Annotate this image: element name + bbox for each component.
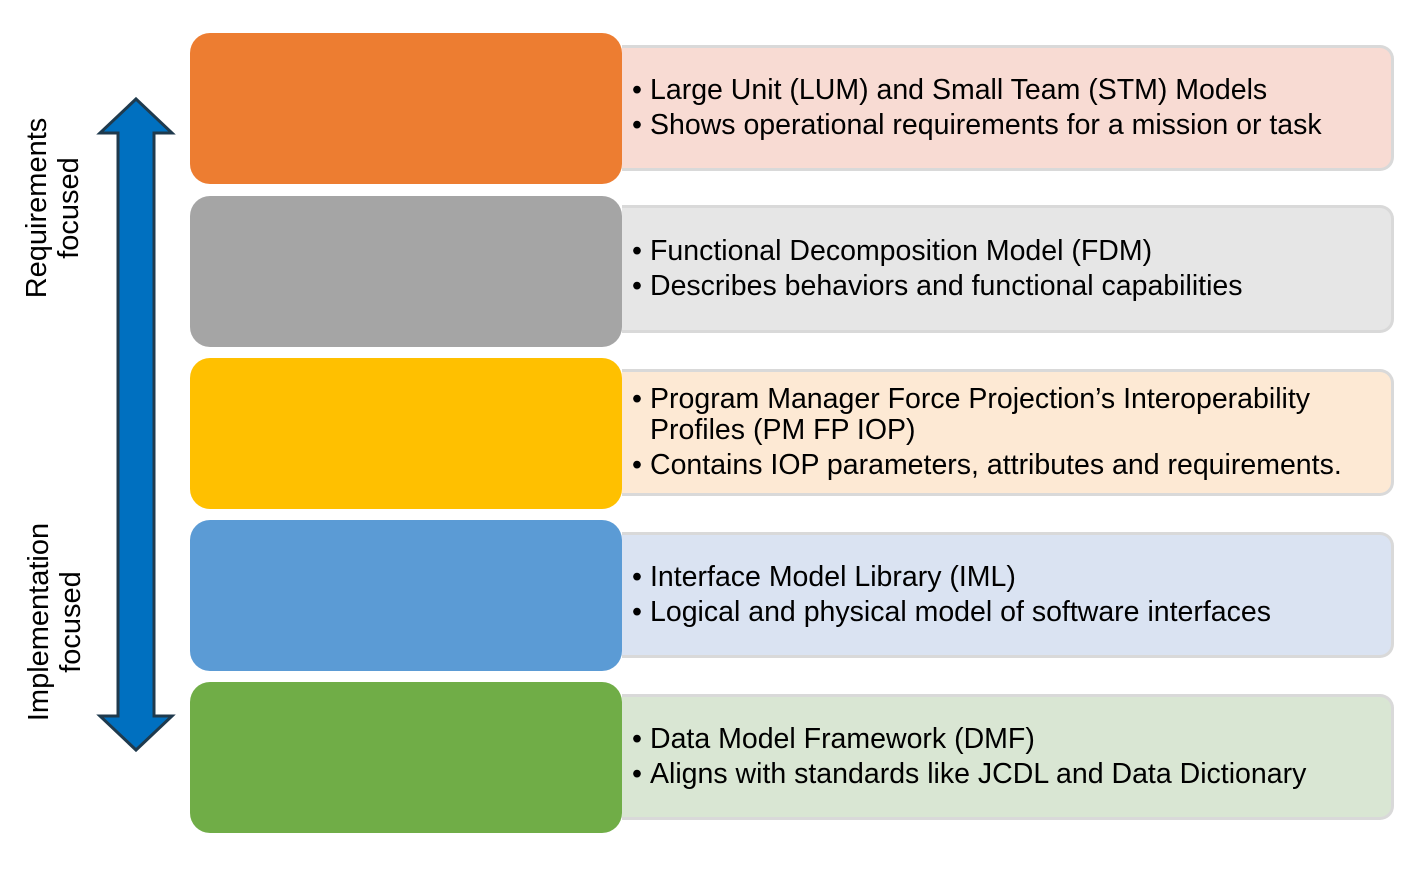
fdm-color-block bbox=[190, 196, 622, 347]
bullet-item: •Data Model Framework (DMF) bbox=[632, 724, 1379, 755]
double-headed-arrow-shape bbox=[96, 96, 176, 753]
dmf-color-block bbox=[190, 682, 622, 833]
lum-stm-description-panel: •Large Unit (LUM) and Small Team (STM) M… bbox=[622, 45, 1394, 171]
bullet-text: Program Manager Force Projection’s Inter… bbox=[650, 383, 1311, 446]
bullet-text: Large Unit (LUM) and Small Team (STM) Mo… bbox=[650, 74, 1268, 106]
iml-description-panel: •Interface Model Library (IML) •Logical … bbox=[622, 532, 1394, 658]
bullet-text: Data Model Framework (DMF) bbox=[650, 723, 1035, 755]
bullet-text: Interface Model Library (IML) bbox=[650, 561, 1016, 593]
bullet-text: Contains IOP parameters, attributes and … bbox=[650, 449, 1342, 481]
bullet-item: •Logical and physical model of software … bbox=[632, 597, 1379, 628]
iml-color-block bbox=[190, 520, 622, 671]
pm-fp-iop-color-block bbox=[190, 358, 622, 509]
bullet-item: •Program Manager Force Projection’s Inte… bbox=[632, 384, 1379, 446]
requirements-focused-label: Requirements focused bbox=[18, 78, 88, 338]
implementation-label-line-1: Implementation bbox=[23, 522, 55, 722]
bullet-text: Functional Decomposition Model (FDM) bbox=[650, 235, 1153, 267]
requirements-label-line-2: focused bbox=[53, 157, 85, 259]
bullet-text: Shows operational requirements for a mis… bbox=[650, 109, 1322, 141]
bullet-text: Aligns with standards like JCDL and Data… bbox=[650, 758, 1307, 790]
bullet-item: •Shows operational requirements for a mi… bbox=[632, 110, 1379, 141]
bullet-item: •Large Unit (LUM) and Small Team (STM) M… bbox=[632, 75, 1379, 106]
bullet-text: Describes behaviors and functional capab… bbox=[650, 270, 1243, 302]
pm-fp-iop-description-panel: •Program Manager Force Projection’s Inte… bbox=[622, 369, 1394, 496]
lum-stm-color-block bbox=[190, 33, 622, 184]
bullet-item: •Aligns with standards like JCDL and Dat… bbox=[632, 759, 1379, 790]
implementation-label-line-2: focused bbox=[55, 571, 87, 673]
bullet-item: •Contains IOP parameters, attributes and… bbox=[632, 450, 1379, 481]
dmf-description-panel: •Data Model Framework (DMF) •Aligns with… bbox=[622, 694, 1394, 820]
requirements-label-line-1: Requirements bbox=[21, 117, 53, 299]
implementation-focused-label: Implementation focused bbox=[20, 492, 90, 752]
fdm-description-panel: •Functional Decomposition Model (FDM) •D… bbox=[622, 205, 1394, 333]
bullet-text: Logical and physical model of software i… bbox=[650, 596, 1272, 628]
bullet-item: •Interface Model Library (IML) bbox=[632, 562, 1379, 593]
double-headed-arrow-icon bbox=[96, 96, 176, 753]
bullet-item: •Describes behaviors and functional capa… bbox=[632, 271, 1379, 302]
bullet-item: •Functional Decomposition Model (FDM) bbox=[632, 236, 1379, 267]
